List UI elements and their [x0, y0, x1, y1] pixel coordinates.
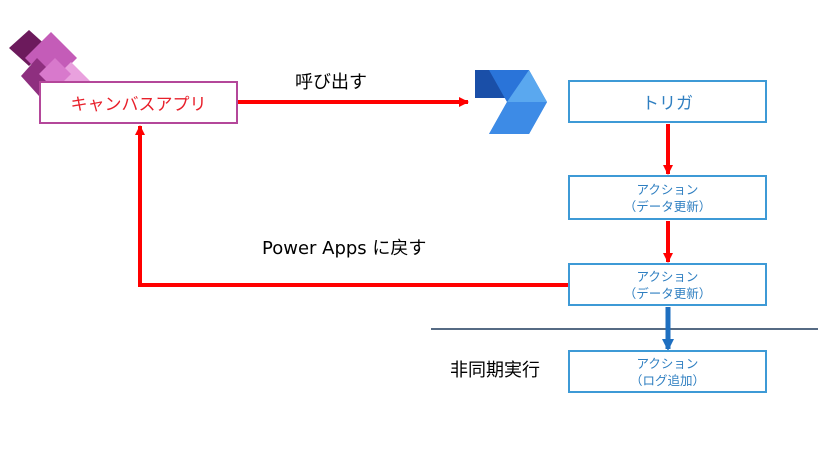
action1-title: アクション	[636, 181, 699, 197]
action3-title: アクション	[636, 355, 699, 371]
action2-title: アクション	[636, 268, 699, 284]
return-arrow	[135, 125, 568, 287]
trigger-label: トリガ	[642, 94, 693, 114]
action2-detail: （データ更新）	[623, 285, 712, 301]
return-label: Power Apps に戻す	[262, 238, 427, 259]
action-log-box: アクション （ログ追加）	[568, 350, 767, 393]
action-update-box-2: アクション （データ更新）	[568, 263, 767, 306]
power-automate-logo-icon	[475, 70, 547, 134]
action1-detail: （データ更新）	[623, 198, 712, 214]
canvas-app-box: キャンバスアプリ	[39, 81, 238, 124]
call-label: 呼び出す	[295, 72, 367, 93]
action3-detail: （ログ追加）	[629, 372, 705, 388]
action-update-box-1: アクション （データ更新）	[568, 175, 767, 220]
async-label: 非同期実行	[450, 360, 540, 381]
canvas-app-label: キャンバスアプリ	[70, 95, 207, 115]
trigger-box: トリガ	[568, 80, 767, 123]
